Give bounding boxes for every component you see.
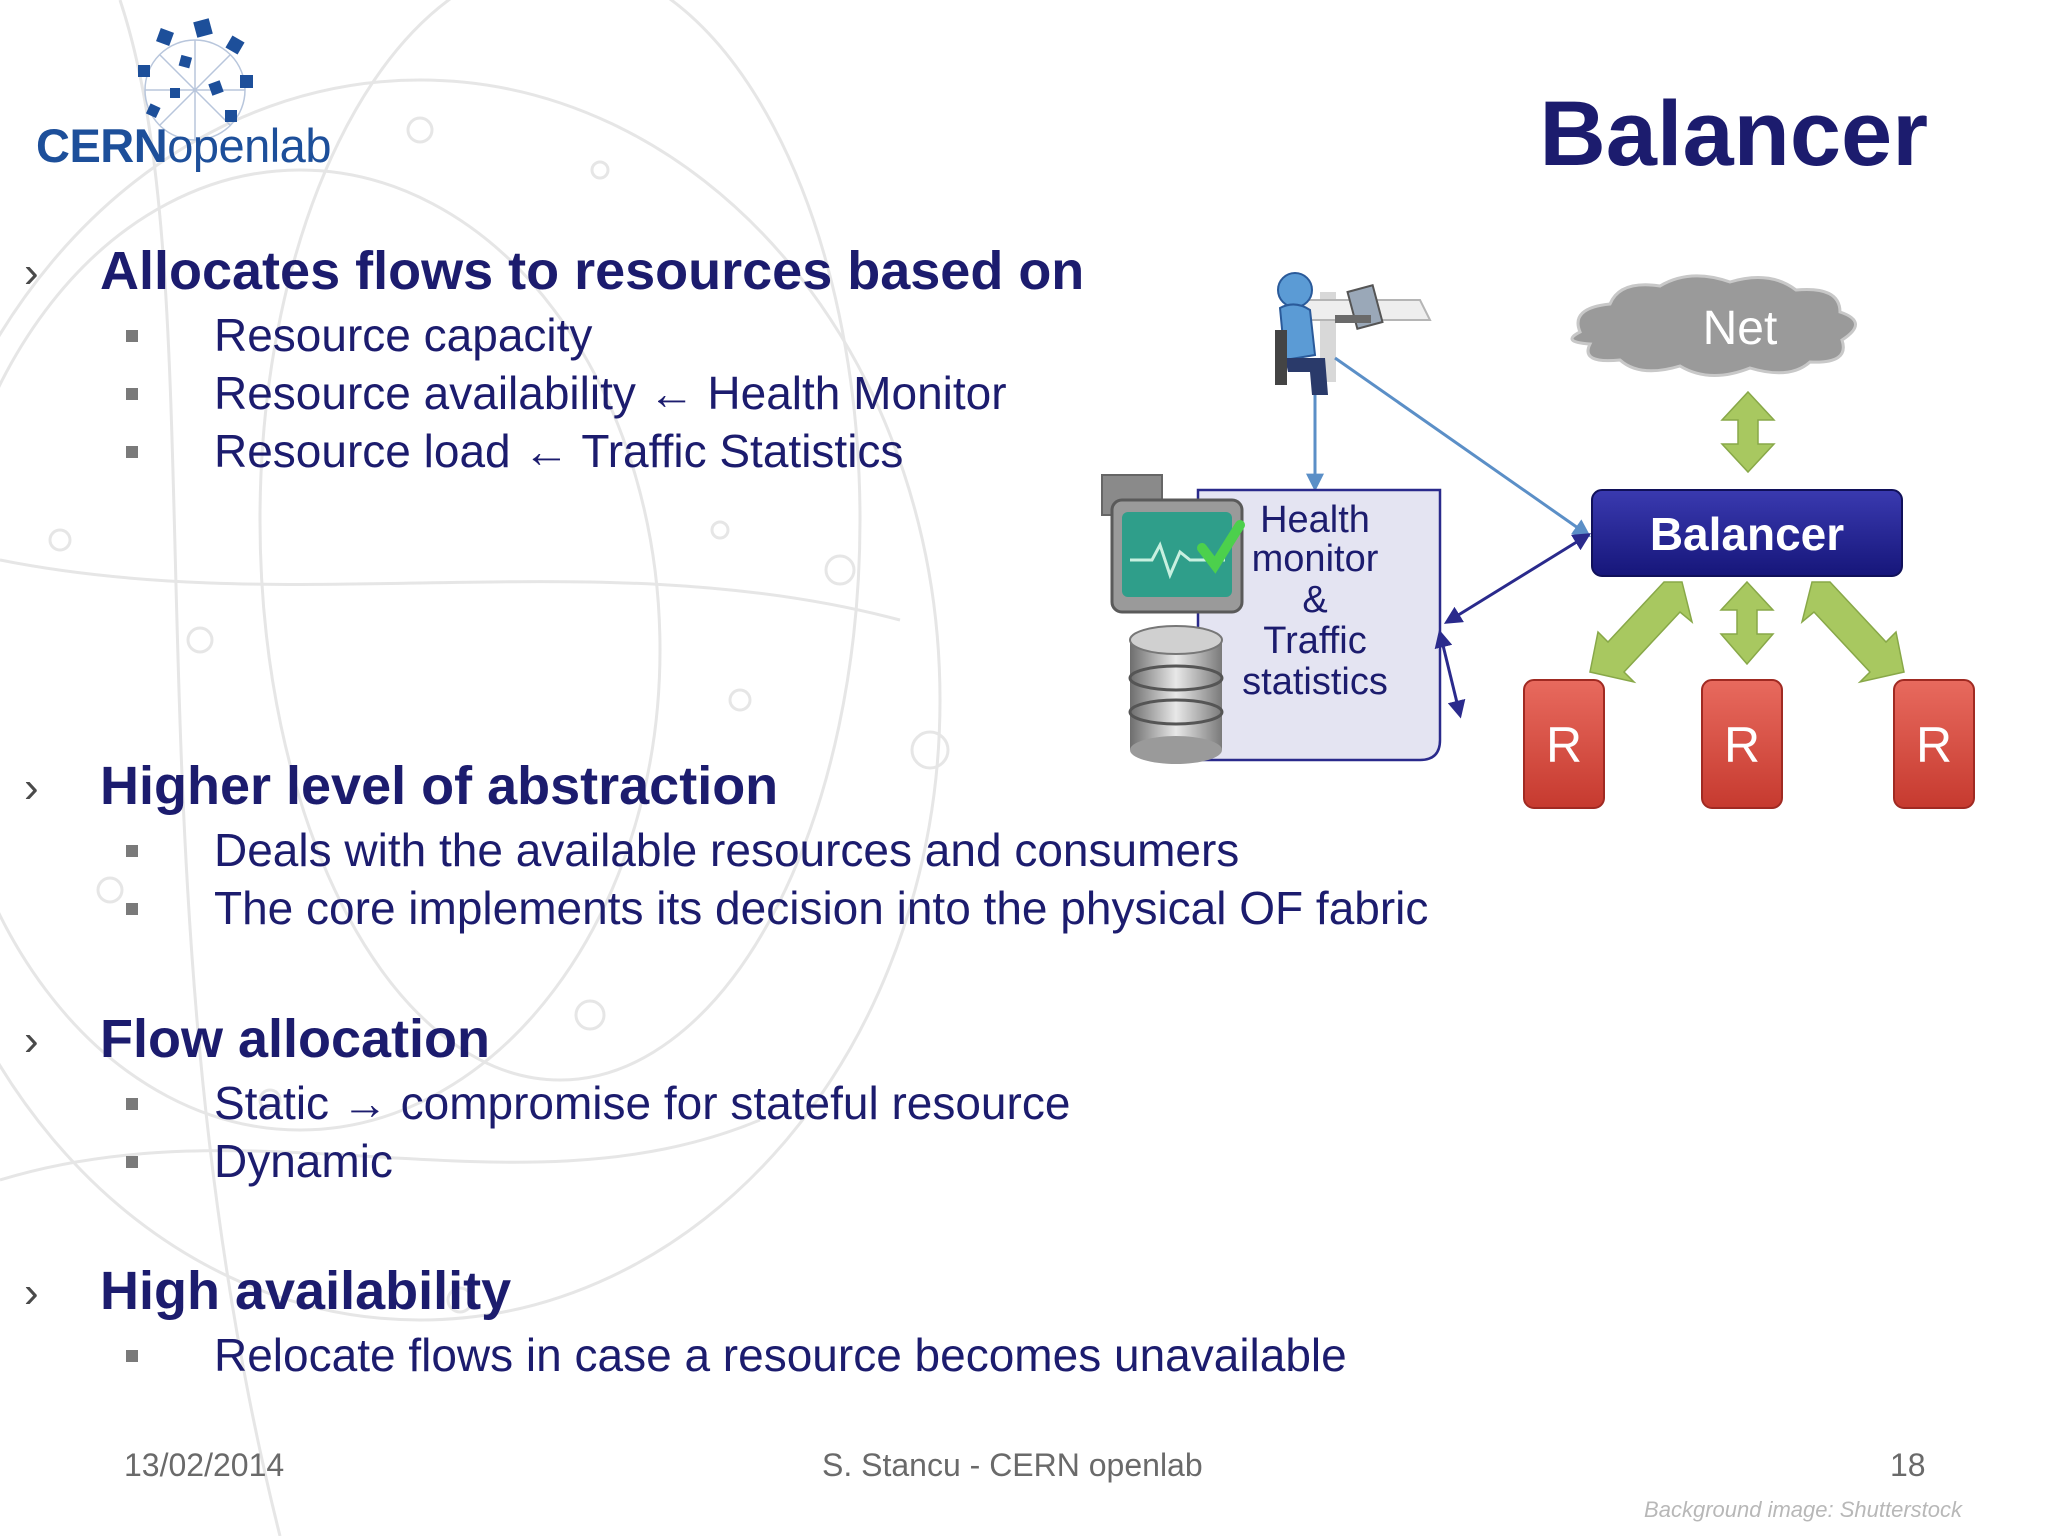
square-bullet-icon: [126, 1156, 138, 1168]
balancer-resource-arrow: [1719, 580, 1775, 666]
square-bullet-icon: [126, 1350, 138, 1362]
monitor-balancer-arrow: [1443, 533, 1592, 624]
balancer-resource-arrow: [1800, 581, 1905, 684]
chevron-right-icon: ›: [24, 763, 39, 812]
monitor-line: monitor: [1252, 538, 1379, 580]
monitor-line: statistics: [1242, 661, 1388, 703]
monitor-line: &: [1302, 579, 1327, 621]
cloud-icon: Net: [1570, 274, 1857, 378]
net-balancer-double-arrow: [1720, 390, 1776, 474]
logo-wordmark: CERNopenlab: [36, 119, 331, 172]
square-bullet-icon: [126, 845, 138, 857]
section-title: Allocates flows to resources based on: [100, 241, 1085, 301]
cern-openlab-logo: [138, 18, 253, 141]
footer-author: S. Stancu - CERN openlab: [822, 1447, 1203, 1483]
monitor-line: Health: [1260, 499, 1370, 541]
balancer-diagram: Health monitor & Traffic statistics Net …: [1101, 272, 1975, 809]
monitor-line: Traffic: [1263, 620, 1366, 662]
resource-label: R: [1546, 717, 1582, 773]
section-title: Higher level of abstraction: [100, 756, 779, 816]
monitor-check-icon: [1101, 474, 1245, 614]
health-monitor-box: Health monitor & Traffic statistics: [1196, 488, 1442, 762]
balancer-label: Balancer: [1650, 508, 1844, 560]
square-bullet-icon: [126, 446, 138, 458]
cloud-label: Net: [1703, 302, 1778, 355]
resource-label: R: [1916, 717, 1952, 773]
chevron-right-icon: ›: [24, 1268, 39, 1317]
section-title: High availability: [100, 1261, 512, 1321]
footer-date: 13/02/2014: [124, 1447, 285, 1483]
resource-label: R: [1724, 717, 1760, 773]
user-at-computer-icon: [1275, 272, 1432, 395]
square-bullet-icon: [126, 903, 138, 915]
square-bullet-icon: [126, 388, 138, 400]
resource-node: R: [1701, 679, 1783, 809]
page-number: 18: [1890, 1447, 1926, 1483]
square-bullet-icon: [126, 1098, 138, 1110]
resource-node: R: [1523, 679, 1605, 809]
slide-title: Balancer: [1539, 83, 1928, 185]
section-title: Flow allocation: [100, 1009, 491, 1069]
monitor-resource-arrow: [1434, 629, 1466, 719]
balancer-resource-arrow: [1589, 581, 1694, 684]
chevron-right-icon: ›: [24, 1016, 39, 1065]
background-credit: Background image: Shutterstock: [1644, 1497, 1962, 1522]
balancer-node: Balancer: [1591, 489, 1903, 577]
user-to-balancer-arrow: [1334, 356, 1591, 538]
chevron-right-icon: ›: [24, 248, 39, 297]
database-icon: [1128, 625, 1224, 764]
resource-node: R: [1893, 679, 1975, 809]
square-bullet-icon: [126, 330, 138, 342]
